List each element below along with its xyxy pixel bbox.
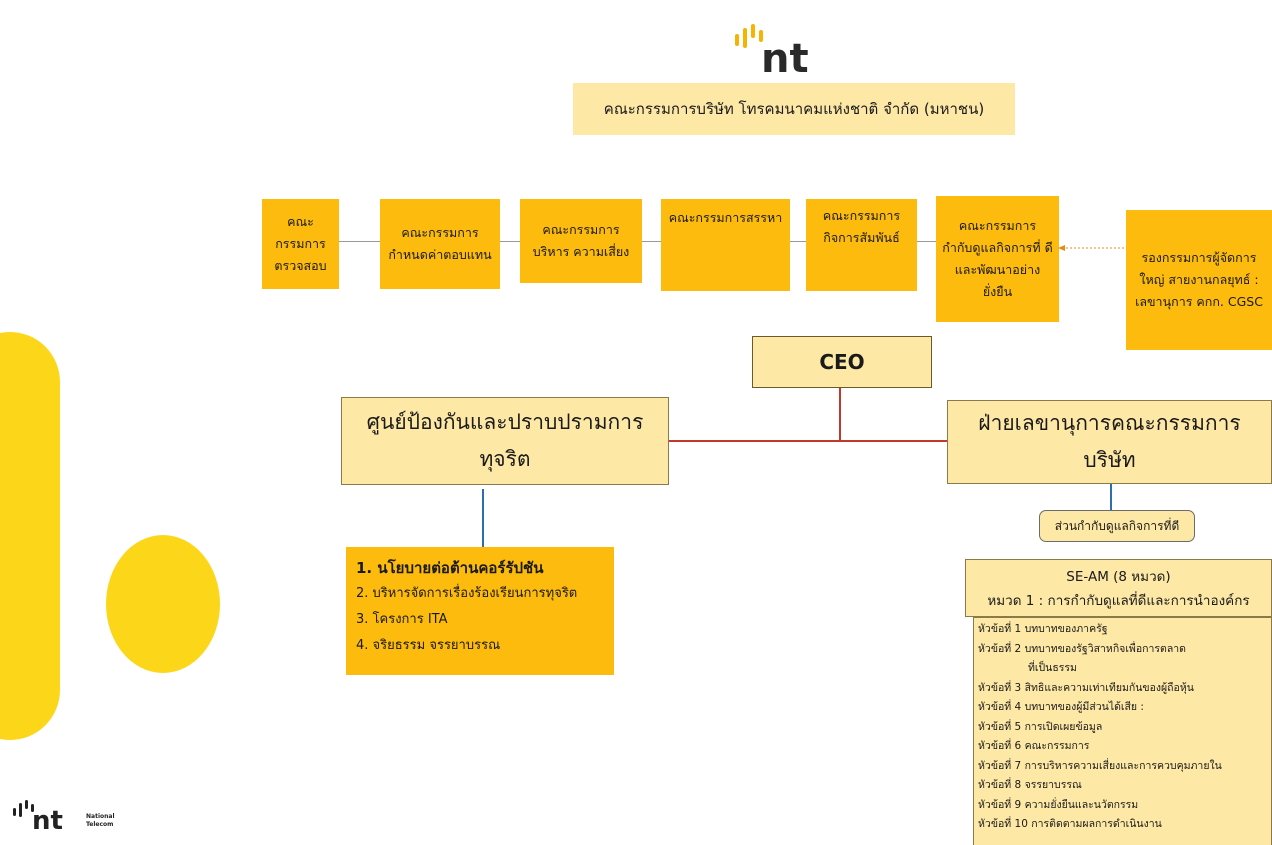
topic-item: หัวข้อที่ 5 การเปิดเผยข้อมูล: [978, 720, 1103, 733]
committee-relations: คณะกรรมการ กิจการสัมพันธ์: [806, 199, 917, 291]
topic-item: หัวข้อที่ 4 บทบาทของผู้มีส่วนได้เสีย :: [978, 701, 1144, 713]
svg-text:nt: nt: [761, 36, 809, 76]
topic-item: หัวข้อที่ 3 สิทธิและความเท่าเทียมกันของผ…: [978, 681, 1194, 694]
svg-text:National: National: [86, 813, 115, 820]
nt-logo: nt: [733, 16, 821, 82]
cg-section-box: ส่วนกำกับดูแลกิจการที่ดี: [1039, 510, 1195, 542]
svg-text:Telecom: Telecom: [86, 821, 113, 828]
ceo-down-line: [839, 388, 841, 441]
topic-item: หัวข้อที่ 7 การบริหารความเสี่ยงและการควบ…: [978, 759, 1222, 772]
board-secretary-dept: ฝ่ายเลขานุการคณะกรรมการบริษัท: [947, 400, 1272, 484]
topic-item: หัวข้อที่ 2 บทบาทของรัฐวิสาหกิจเพื่อการต…: [978, 642, 1187, 655]
se-am-subtitle: หมวด 1 : การกำกับดูแลที่ดีและการนำองค์กร: [987, 593, 1250, 609]
policies-box: 1. นโยบายต่อต้านคอร์รัปชัน 2. บริหารจัดก…: [346, 547, 614, 675]
nt-logo-footer: nt National Telecom: [12, 796, 122, 836]
topic-item: ที่เป็นธรรม: [1028, 662, 1077, 674]
svg-text:nt: nt: [32, 806, 63, 832]
ceo-box: CEO: [752, 336, 932, 388]
committee-remuneration: คณะกรรมการ กำหนดค่าตอบแทน: [380, 199, 500, 289]
committee-risk: คณะกรรมการ บริหาร ความเสี่ยง: [520, 199, 642, 283]
anti-corruption-center: ศูนย์ป้องกันและปราบปรามการทุจริต: [341, 397, 669, 485]
decorative-yellow-bar: [0, 332, 60, 740]
se-am-header: SE-AM (8 หมวด) หมวด 1 : การกำกับดูแลที่ด…: [965, 559, 1272, 617]
topic-item: หัวข้อที่ 10 การติดตามผลการดำเนินงาน: [978, 818, 1162, 830]
policy-item: 1. นโยบายต่อต้านคอร์รัปชัน: [356, 559, 544, 577]
policy-item: 3. โครงการ ITA: [356, 612, 448, 627]
secretary-down-line: [1110, 484, 1112, 510]
se-am-topics: หัวข้อที่ 1 บทบาทของภาครัฐ หัวข้อที่ 2 บ…: [973, 617, 1272, 845]
committee-cg-sustainability: คณะกรรมการ กำกับดูแลกิจการที่ ดีและพัฒนา…: [936, 196, 1059, 322]
se-am-title: SE-AM (8 หมวด): [1066, 569, 1171, 585]
board-title-text: คณะกรรมการบริษัท โทรคมนาคมแห่งชาติ จำกัด…: [603, 99, 985, 118]
committee-audit: คณะกรรมการ ตรวจสอบ: [262, 199, 339, 289]
dotted-arrow: [1058, 245, 1128, 251]
policies-list: 1. นโยบายต่อต้านคอร์รัปชัน 2. บริหารจัดก…: [356, 555, 604, 659]
topic-item: หัวข้อที่ 6 คณะกรรมการ: [978, 740, 1090, 752]
anti-corruption-down-line: [482, 489, 484, 547]
ceo-horizontal-line: [668, 440, 948, 442]
board-title: คณะกรรมการบริษัท โทรคมนาคมแห่งชาติ จำกัด…: [573, 83, 1015, 135]
committee-nomination: คณะกรรมการสรรหา: [661, 199, 790, 291]
deputy-md-box: รองกรรมการผู้จัดการใหญ่ สายงานกลยุทธ์ : …: [1126, 210, 1272, 350]
topic-item: หัวข้อที่ 8 จรรยาบรรณ: [978, 779, 1082, 791]
topic-item: หัวข้อที่ 9 ความยั่งยืนและนวัตกรรม: [978, 798, 1139, 811]
policy-item: 4. จริยธรรม จรรยาบรรณ: [356, 638, 501, 653]
policy-item: 2. บริหารจัดการเรื่องร้องเรียนการทุจริต: [356, 586, 578, 601]
topic-item: หัวข้อที่ 1 บทบาทของภาครัฐ: [978, 623, 1108, 635]
decorative-yellow-circle: [106, 535, 220, 673]
